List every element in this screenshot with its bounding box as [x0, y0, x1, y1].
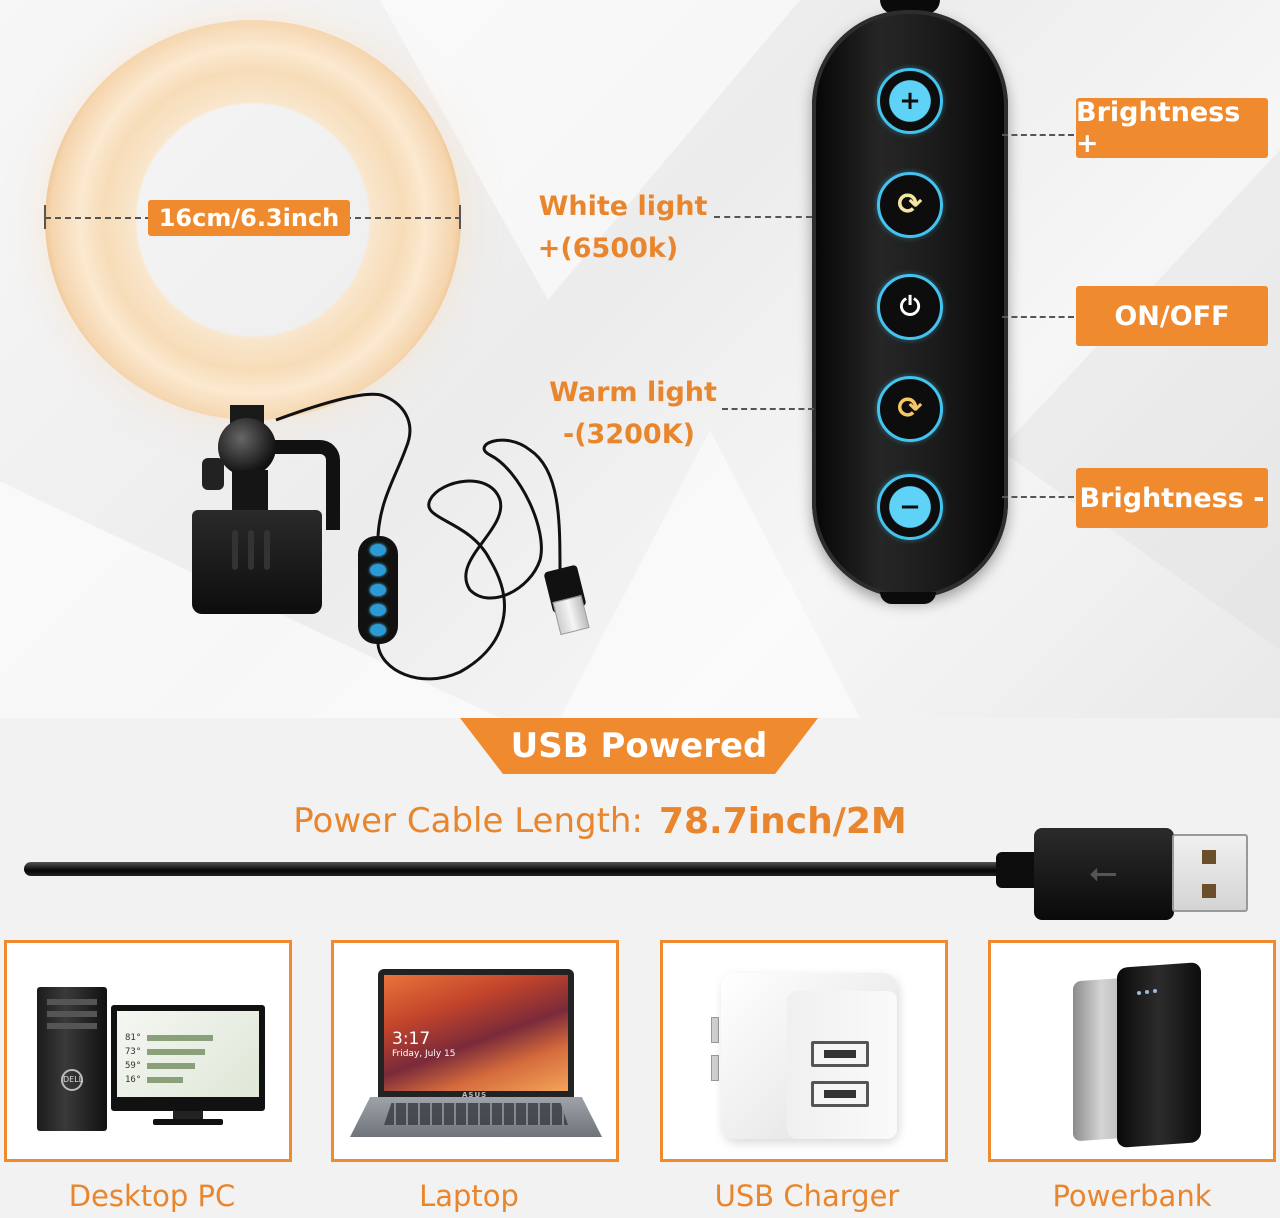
plus-icon: +	[899, 86, 921, 116]
tower-brand-logo: DELL	[61, 1069, 83, 1091]
brightness-down-button[interactable]: −	[877, 474, 943, 540]
device-label-desktop-pc: Desktop PC	[68, 1179, 236, 1213]
device-card-powerbank	[988, 940, 1276, 1162]
white-light-button[interactable]: ⟳	[877, 172, 943, 238]
on-off-label: ON/OFF	[1076, 286, 1268, 346]
device-card-laptop: 3:17 Friday, July 15 ASUS	[331, 940, 619, 1162]
device-label-powerbank: Powerbank	[1052, 1179, 1212, 1213]
mount-knob	[202, 458, 224, 490]
white-light-label: White light +(6500k)	[537, 191, 708, 264]
brightness-up-button[interactable]: +	[877, 68, 943, 134]
brightness-plus-label: Brightness +	[1076, 97, 1268, 159]
laptop-icon: 3:17 Friday, July 15 ASUS	[378, 969, 574, 1099]
desktop-tower-icon: DELL	[37, 987, 107, 1131]
laptop-clock: 3:17	[392, 1029, 431, 1049]
usb-symbol-icon: ⭠	[1088, 852, 1118, 893]
brightness-minus-label: Brightness -	[1076, 468, 1268, 528]
powerbank-black-icon	[1117, 962, 1201, 1148]
cycle-warm-icon: ⟳	[897, 391, 923, 426]
usb-powered-banner: USB Powered	[460, 718, 818, 774]
cable-illustration	[275, 392, 562, 681]
warm-light-button[interactable]: ⟳	[877, 376, 943, 442]
product-showcase: 16cm/6.3inch + ⟳ ⏻ ⟳ −	[0, 0, 1280, 718]
cycle-cool-icon: ⟳	[897, 187, 923, 222]
desk-clip	[192, 510, 322, 614]
usb-connector	[1172, 834, 1248, 912]
monitor-icon: 81° 73° 59° 16°	[111, 1005, 265, 1111]
inline-controller-small	[358, 536, 398, 644]
usb-cable	[24, 862, 1004, 876]
cable-length-value: 78.7inch/2M	[658, 800, 907, 842]
device-label-laptop: Laptop	[419, 1179, 519, 1213]
power-icon: ⏻	[899, 292, 921, 322]
laptop-date: Friday, July 15	[392, 1049, 456, 1059]
cable-length: Power Cable Length: 78.7inch/2M	[0, 796, 1200, 846]
ball-head-mount	[218, 418, 276, 476]
usb-plug-large	[1034, 828, 1174, 920]
laptop-brand: ASUS	[462, 1091, 488, 1099]
device-label-usb-charger: USB Charger	[714, 1179, 900, 1213]
device-card-usb-charger	[660, 940, 948, 1162]
power-button[interactable]: ⏻	[877, 274, 943, 340]
minus-icon: −	[899, 492, 921, 522]
cable-length-label: Power Cable Length:	[293, 801, 643, 841]
ring-diameter-label: 16cm/6.3inch	[148, 200, 350, 236]
warm-light-label: Warm light -(3200K)	[549, 377, 717, 450]
device-card-desktop-pc: DELL 81° 73° 59° 16°	[4, 940, 292, 1162]
